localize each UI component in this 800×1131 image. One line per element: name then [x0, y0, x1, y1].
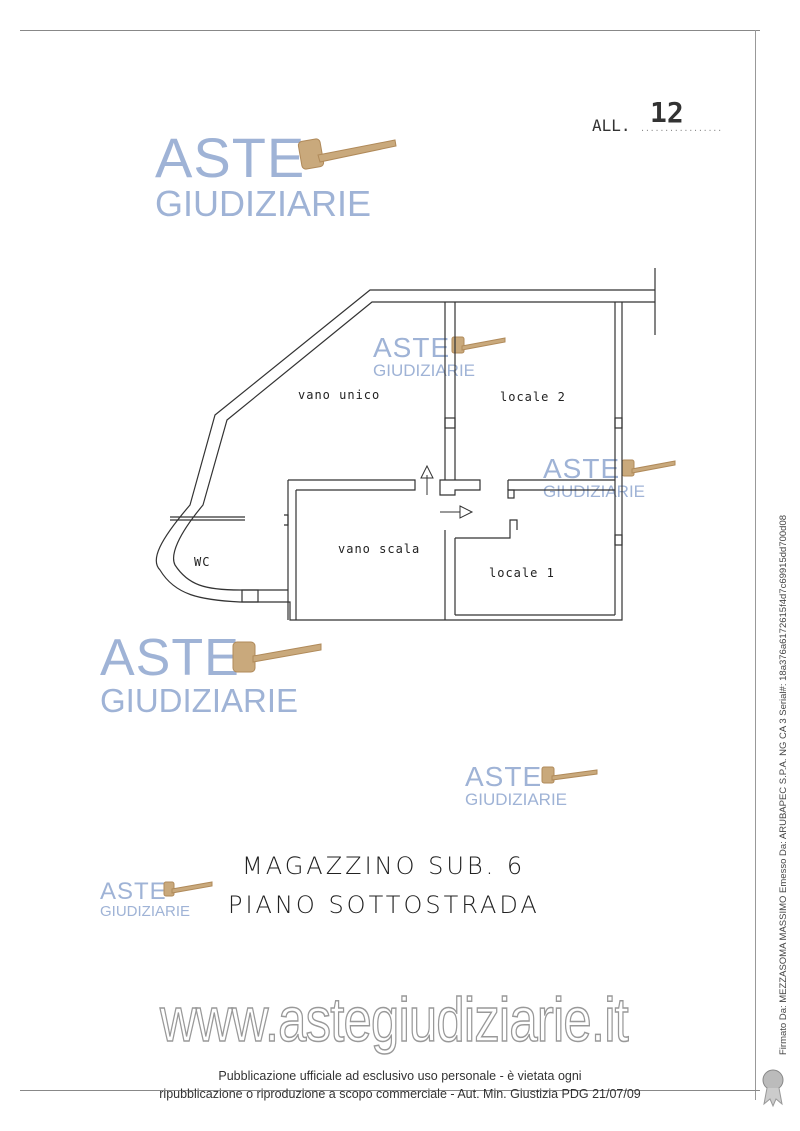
door-arrow-icon [440, 505, 474, 519]
plan-subtitle: PIANO SOTTOSTRADA [228, 891, 540, 919]
watermark-logo: ASTE GIUDIZIARIE [100, 878, 191, 920]
watermark-text: ASTE [100, 878, 167, 905]
room-label-locale-2: locale 2 [500, 390, 566, 404]
annex-prefix: ALL. [592, 116, 631, 135]
watermark-text: ASTE [155, 126, 306, 189]
watermark-logo: ASTE GIUDIZIARIE [100, 632, 298, 717]
watermark-text: ASTE [100, 629, 240, 687]
walls [155, 268, 656, 621]
watermark-text: ASTE [543, 453, 621, 484]
seal-icon [762, 1069, 784, 1108]
plan-title: MAGAZZINO SUB. 6 [242, 852, 526, 880]
watermark-text: GIUDIZIARIE [543, 482, 646, 501]
watermark-logo: ASTE GIUDIZIARIE [465, 761, 568, 809]
footer-line-2: ripubblicazione o riproduzione a scopo c… [159, 1087, 641, 1101]
annex-label: ALL. ................. [592, 116, 722, 135]
watermark-text: GIUDIZIARIE [100, 903, 191, 920]
room-label-wc: WC [194, 555, 211, 569]
gavel-icon [451, 336, 506, 354]
gavel-icon [621, 459, 676, 477]
watermark-text: GIUDIZIARIE [465, 790, 568, 809]
watermark-text: GIUDIZIARIE [155, 183, 372, 224]
gavel-icon [232, 641, 322, 673]
watermark-logo: ASTE GIUDIZIARIE [543, 453, 646, 501]
watermark-text: GIUDIZIARIE [100, 682, 299, 719]
watermark-text: ASTE [373, 332, 451, 363]
top-border-line [20, 30, 760, 31]
gavel-icon [541, 766, 598, 784]
right-border-line [755, 30, 756, 1100]
gavel-icon [297, 138, 397, 170]
website-watermark: www.astegiudiziarie.it [159, 985, 629, 1056]
room-label-vano-unico: vano unico [298, 388, 381, 402]
watermark-text: GIUDIZIARIE [373, 361, 476, 380]
digital-signature: Firmato Da: MEZZASOMA MASSIMO Emesso Da:… [778, 514, 789, 1055]
watermark-text: ASTE [465, 761, 543, 792]
footer-line-1: Pubblicazione ufficiale ad esclusivo uso… [218, 1069, 582, 1083]
watermark-logo: ASTE GIUDIZIARIE [373, 332, 476, 380]
annex-dots: ................. [640, 124, 723, 133]
room-label-vano-scala: vano scala [338, 542, 421, 556]
room-label-locale-1: locale 1 [489, 566, 555, 580]
watermark-logo: ASTE GIUDIZIARIE [155, 130, 371, 222]
door-arrow-icon [420, 464, 434, 495]
annex-number: 12 [650, 96, 684, 129]
gavel-icon [163, 881, 213, 897]
bottom-border-line [20, 1090, 760, 1091]
